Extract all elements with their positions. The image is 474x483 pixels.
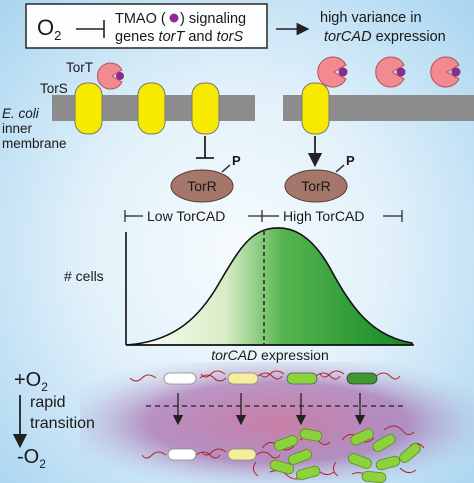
cell-top-1 — [129, 372, 227, 385]
torr-right — [284, 169, 348, 203]
ycells-label: # cells — [64, 268, 104, 284]
plus-o2-label: +O2 — [14, 369, 48, 394]
cell-top-3 — [259, 370, 341, 385]
tors-receptor-1 — [74, 82, 103, 135]
tort-label: TorT — [66, 60, 93, 75]
high-torcad-label: High TorCAD — [283, 208, 364, 224]
cell-top-2 — [200, 370, 283, 385]
phospho-right: P — [346, 153, 355, 168]
tors-receptor-3 — [191, 82, 220, 135]
o2-label: O2 — [37, 15, 61, 43]
tort-protein-left — [96, 62, 124, 90]
minus-o2-label: -O2 — [17, 446, 46, 471]
rapid-label: rapid — [30, 394, 66, 411]
low-torcad-label: Low TorCAD — [147, 208, 225, 224]
cell-top-4 — [319, 370, 401, 385]
tors-receptor-2 — [137, 82, 166, 135]
membrane-label: membrane — [2, 136, 67, 151]
torr-left-label: TorR — [187, 178, 217, 194]
cell-bottom-1 — [141, 448, 221, 461]
tort-protein-2 — [375, 56, 406, 88]
ecoli-label: E. coli — [2, 106, 40, 121]
phospho-link-right — [335, 164, 345, 173]
torr-right-label: TorR — [301, 178, 331, 194]
result-line1: high variance in — [320, 10, 422, 26]
result-line2: torCAD expression — [324, 29, 446, 45]
box-line1: TMAO ( — [115, 11, 166, 27]
header-box — [25, 3, 268, 49]
tmao-dot-icon — [169, 13, 179, 23]
torr-left — [170, 169, 234, 203]
xexpression-label: torCAD expression — [211, 347, 329, 363]
distribution-curve — [125, 227, 413, 346]
cell-bottom-cluster-3 — [252, 428, 335, 481]
phospho-left: P — [232, 153, 241, 168]
tort-protein-3 — [430, 56, 461, 88]
cell-bottom-2 — [201, 448, 281, 461]
box-line1-end: ) signaling — [180, 11, 246, 27]
tors-label: TorS — [40, 81, 68, 96]
tort-protein-1 — [317, 56, 348, 88]
cell-bottom-cluster-4 — [332, 425, 425, 483]
transition-label: transition — [30, 415, 95, 432]
inner-label: inner — [2, 121, 33, 136]
phospho-link-left — [221, 164, 231, 173]
box-line2: genes torT and torS — [115, 29, 243, 45]
tors-receptor-4 — [301, 82, 330, 135]
